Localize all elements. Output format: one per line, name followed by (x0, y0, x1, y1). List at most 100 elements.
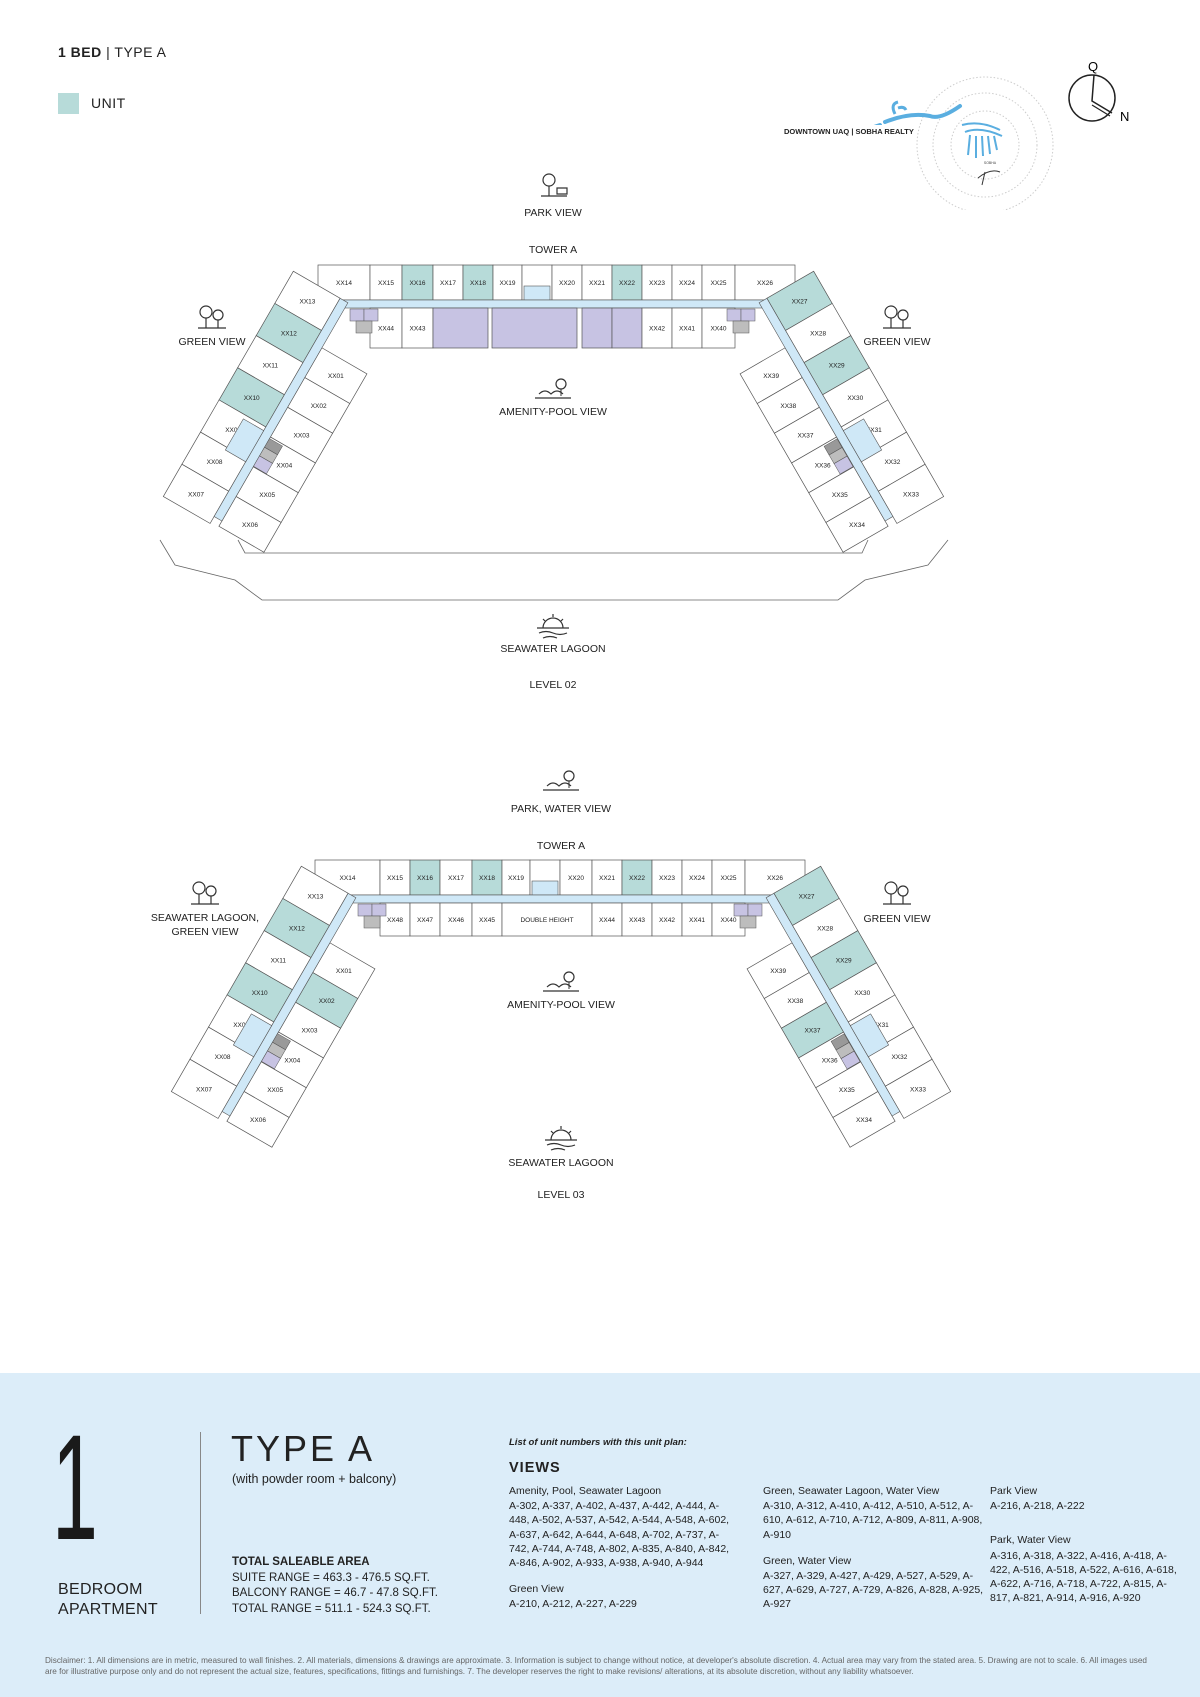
bed-line2: APARTMENT (58, 1601, 158, 1618)
l3-right-view: GREEN VIEW (863, 913, 930, 925)
unit-label: XX32 (884, 459, 900, 466)
unit-label: XX38 (787, 998, 803, 1005)
unit-label: XX25 (721, 875, 737, 882)
sunset-icon (536, 613, 570, 639)
compass-label-q: Q (1088, 59, 1098, 74)
lift-lobby (232, 1013, 273, 1058)
lift-lobby (224, 418, 265, 463)
l2-bottom-view: SEAWATER LAGOON (500, 643, 605, 655)
pool-icon (542, 971, 580, 992)
l3-level: LEVEL 03 (538, 1189, 585, 1201)
unit-label: XX27 (799, 893, 815, 900)
wing-corridor (213, 297, 349, 522)
unit-label: XX43 (410, 326, 426, 333)
unit-label: XX07 (196, 1086, 212, 1093)
bottom-unit (651, 902, 683, 937)
unit-label: DOUBLE HEIGHT (520, 917, 573, 924)
lift-lobby (842, 418, 883, 463)
unit-label: XX19 (508, 875, 524, 882)
tree-icon (197, 305, 227, 329)
tree-icon (190, 881, 220, 905)
top-unit (611, 264, 643, 301)
sunset-icon (544, 1125, 578, 1151)
bottom-unit (471, 902, 503, 937)
balcony-range: BALCONY RANGE = 46.7 - 47.8 SQ.FT. (232, 1587, 438, 1599)
unit-label: XX30 (847, 395, 863, 402)
unit-label: XX06 (250, 1117, 266, 1124)
corridor (349, 894, 773, 904)
top-unit (501, 859, 531, 896)
l2-tower: TOWER A (529, 244, 577, 256)
top-unit (369, 264, 403, 301)
unit-label: XX35 (839, 1087, 855, 1094)
unit-label: XX41 (679, 326, 695, 333)
compass-icon: Q N (1068, 59, 1129, 124)
unit-label: XX04 (276, 462, 292, 469)
unit-label: XX35 (832, 492, 848, 499)
park-water-icon (542, 770, 580, 791)
l3-center-view: AMENITY-POOL VIEW (507, 999, 615, 1011)
unit-label: XX16 (410, 280, 426, 287)
unit-label: XX06 (242, 522, 258, 529)
top-unit (641, 264, 673, 301)
bottom-unit (591, 902, 623, 937)
divider (200, 1432, 201, 1614)
unit-label: XX24 (679, 280, 695, 287)
unit-label: XX41 (689, 917, 705, 924)
logo-text: DOWNTOWN UAQ | SOBHA REALTY (784, 127, 914, 136)
legend-unit-swatch (58, 93, 79, 114)
unit-label: XX44 (599, 917, 615, 924)
l3-bottom-view: SEAWATER LAGOON (508, 1157, 613, 1169)
unit-label: XX11 (263, 363, 279, 370)
amenity-space (432, 307, 489, 349)
legend-unit-label: UNIT (91, 95, 126, 111)
wing-corridor (221, 892, 357, 1117)
top-unit (471, 859, 503, 896)
unit-label: XX12 (281, 331, 297, 338)
unit-label: XX31 (866, 427, 882, 434)
unit-label: XX02 (311, 403, 327, 410)
compass-label-n: N (1120, 109, 1129, 124)
unit-label: XX27 (792, 298, 808, 305)
right-wing: XX27XX28XX29XX30XX31XX32XX33XX39XX38XX37… (739, 270, 945, 553)
unit-label: XX29 (829, 363, 845, 370)
unit-label: XX39 (770, 968, 786, 975)
unit-label: XX40 (711, 326, 727, 333)
wing-corridor (758, 297, 894, 522)
unit-label: XX05 (259, 492, 275, 499)
bottom-unit (501, 902, 593, 937)
l2-right-view: GREEN VIEW (863, 336, 930, 348)
unit-label: XX39 (763, 373, 779, 380)
amenity-space (491, 307, 578, 349)
top-unit (462, 264, 494, 301)
unit-label: XX45 (479, 917, 495, 924)
unit-label: XX22 (629, 875, 645, 882)
unit-label: XX38 (780, 403, 796, 410)
unit-label: XX17 (440, 280, 456, 287)
unit-type: TYPE A (114, 44, 167, 60)
unit-label: XX42 (659, 917, 675, 924)
unit-label: XX09 (233, 1022, 249, 1029)
l3-tower: TOWER A (537, 840, 585, 852)
unit-label: XX01 (328, 373, 344, 380)
area-title: TOTAL SALEABLE AREA (232, 1556, 370, 1568)
disclaimer: Disclaimer: 1. All dimensions are in met… (45, 1656, 1147, 1676)
unit-label: XX16 (417, 875, 433, 882)
unit-label: XX14 (340, 875, 356, 882)
unit-label: XX13 (307, 893, 323, 900)
corridor (341, 299, 766, 309)
unit-label: XX28 (817, 926, 833, 933)
amenity-space (581, 307, 613, 349)
unit-label: XX42 (649, 326, 665, 333)
unit-label: XX07 (188, 491, 204, 498)
top-unit (439, 859, 473, 896)
top-unit (591, 859, 623, 896)
unit-label: XX21 (599, 875, 615, 882)
unit-label: XX48 (387, 917, 403, 924)
lift-lobby (849, 1013, 890, 1058)
unit-label: XX23 (659, 875, 675, 882)
total-range: TOTAL RANGE = 511.1 - 524.3 SQ.FT. (232, 1602, 431, 1615)
